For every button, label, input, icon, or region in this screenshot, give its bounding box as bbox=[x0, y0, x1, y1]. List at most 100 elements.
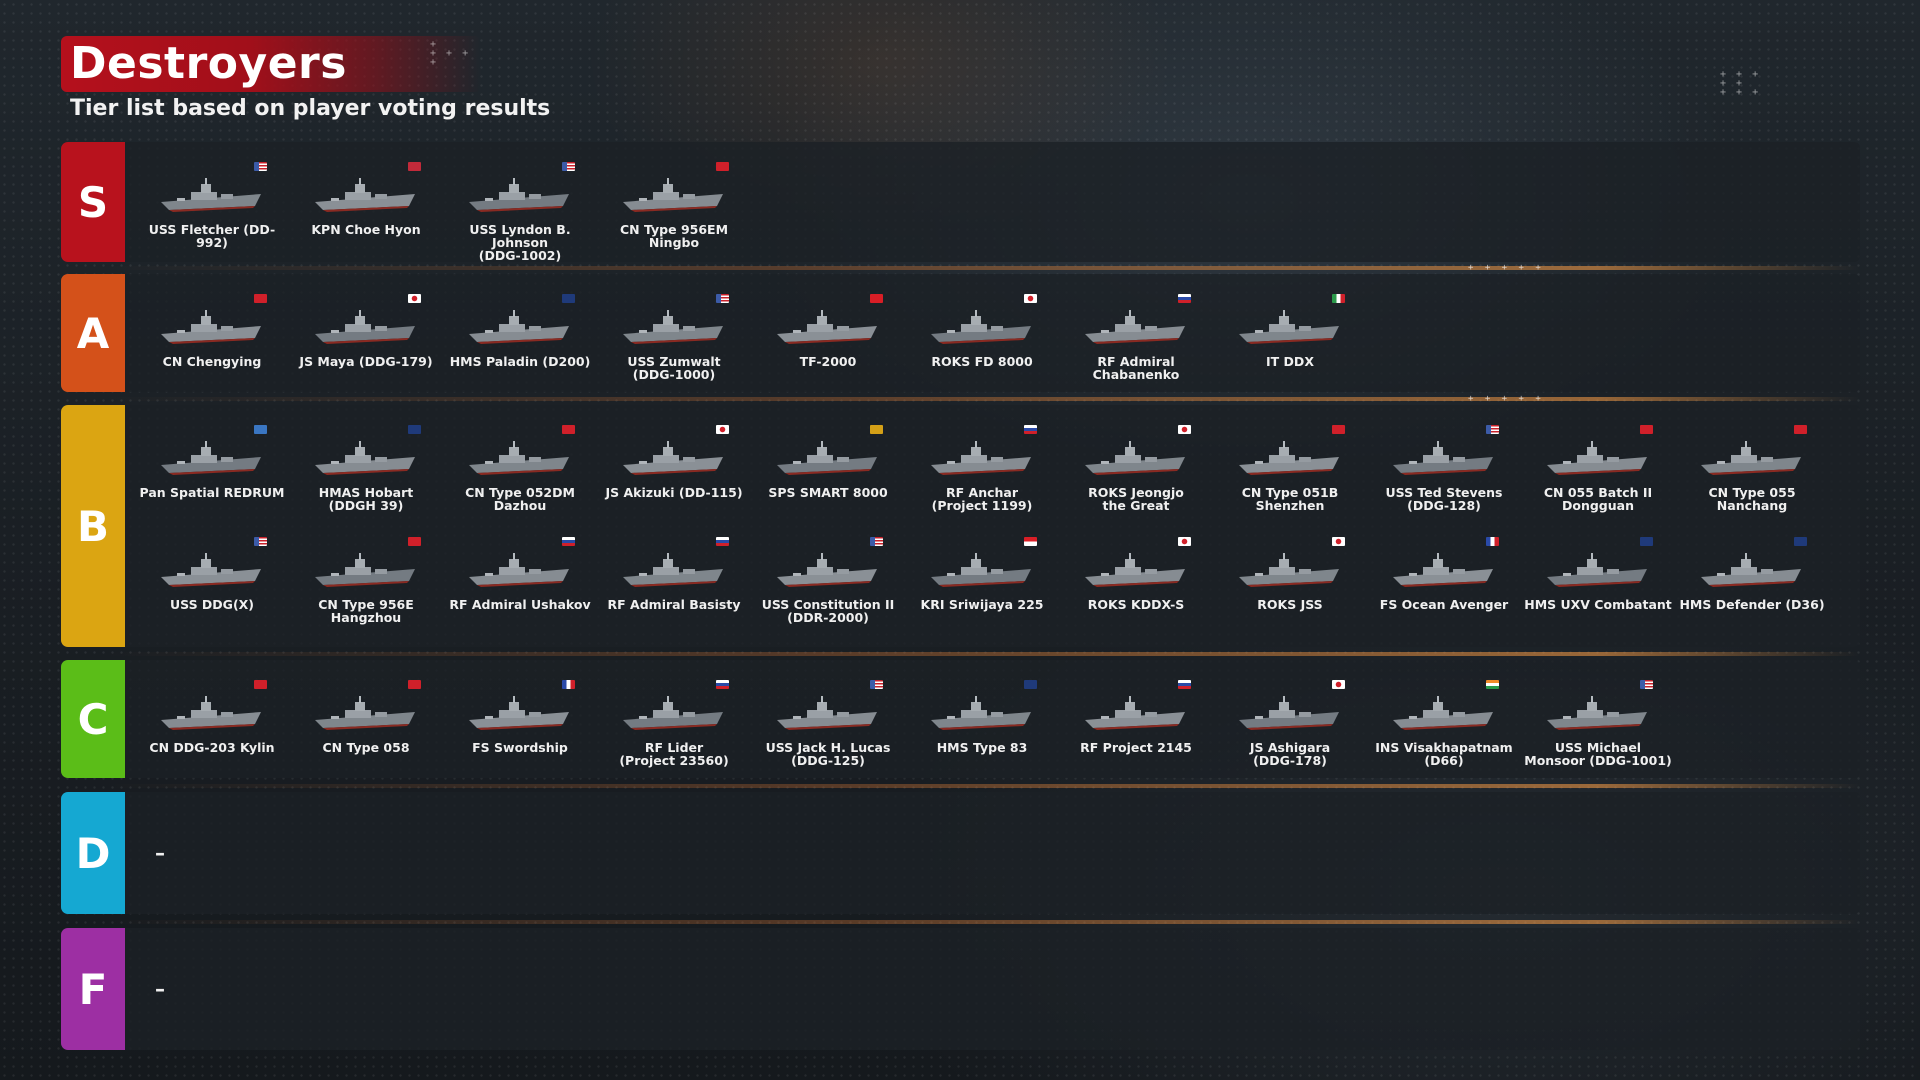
ship-card[interactable]: USS DDG(X) bbox=[137, 529, 287, 641]
ship-name: USS DDG(X) bbox=[169, 597, 255, 612]
ship-name: FS Ocean Avenger bbox=[1379, 597, 1509, 612]
ship-image bbox=[469, 178, 569, 212]
ship-card[interactable]: ROKS FD 8000 bbox=[907, 286, 1057, 398]
ship-card[interactable]: KPN Choe Hyon bbox=[291, 154, 441, 266]
ship-card[interactable]: FS Ocean Avenger bbox=[1369, 529, 1519, 641]
uk-flag-icon bbox=[1640, 537, 1653, 546]
ship-card[interactable]: CN Type 058 bbox=[291, 672, 441, 784]
ship-image bbox=[623, 696, 723, 730]
ship-image bbox=[777, 696, 877, 730]
tier-label: B bbox=[61, 405, 125, 647]
ship-card[interactable]: USS Michael Monsoor (DDG-1001) bbox=[1523, 672, 1673, 784]
ship-card[interactable]: ROKS Jeongjo the Great bbox=[1061, 417, 1211, 529]
tier-label: A bbox=[61, 274, 125, 392]
ship-card[interactable]: CN DDG-203 Kylin bbox=[137, 672, 287, 784]
ship-image bbox=[315, 310, 415, 344]
ship-card[interactable]: USS Jack H. Lucas (DDG-125) bbox=[753, 672, 903, 784]
china-flag-icon bbox=[1332, 425, 1345, 434]
sparkle-decoration: + + + + + bbox=[1468, 394, 1544, 404]
ship-card[interactable]: INS Visakhapatnam (D66) bbox=[1369, 672, 1519, 784]
russia-flag-icon bbox=[1024, 425, 1037, 434]
ship-image bbox=[623, 178, 723, 212]
ship-image bbox=[1701, 441, 1801, 475]
ship-card[interactable]: FS Swordship bbox=[445, 672, 595, 784]
ship-name: ROKS KDDX-S bbox=[1087, 597, 1185, 612]
russia-flag-icon bbox=[716, 537, 729, 546]
usa-flag-icon bbox=[1486, 425, 1499, 434]
ship-card[interactable]: HMS Type 83 bbox=[907, 672, 1057, 784]
ship-image bbox=[931, 696, 1031, 730]
russia-flag-icon bbox=[716, 680, 729, 689]
uk-flag-icon bbox=[562, 294, 575, 303]
ship-name: RF Admiral Basisty bbox=[607, 597, 741, 612]
ship-name: Pan Spatial REDRUM bbox=[139, 485, 285, 500]
ship-image bbox=[1239, 696, 1339, 730]
ship-image bbox=[469, 310, 569, 344]
north_korea-flag-icon bbox=[408, 162, 421, 171]
ship-name: CN Type 956E Hangzhou bbox=[318, 597, 414, 625]
ship-image bbox=[623, 441, 723, 475]
italy-flag-icon bbox=[1332, 294, 1345, 303]
ship-card[interactable]: RF Admiral Basisty bbox=[599, 529, 749, 641]
russia-flag-icon bbox=[1178, 680, 1191, 689]
ship-card[interactable]: RF Project 2145 bbox=[1061, 672, 1211, 784]
ship-card[interactable]: IT DDX bbox=[1215, 286, 1365, 398]
ship-name: CN Chengying bbox=[162, 354, 262, 369]
ship-image bbox=[315, 178, 415, 212]
tier-row-f: F– bbox=[61, 928, 1860, 1050]
ship-card[interactable]: JS Maya (DDG-179) bbox=[291, 286, 441, 398]
ship-card[interactable]: CN Type 051B Shenzhen bbox=[1215, 417, 1365, 529]
sparkle-decoration: + + ++ ++ + + bbox=[1720, 69, 1761, 98]
ship-card[interactable]: USS Fletcher (DD-992) bbox=[137, 154, 287, 266]
ship-image bbox=[315, 696, 415, 730]
ship-image bbox=[1085, 310, 1185, 344]
ship-name: USS Fletcher (DD-992) bbox=[148, 222, 276, 250]
china-flag-icon bbox=[408, 680, 421, 689]
ship-card[interactable]: RF Lider (Project 23560) bbox=[599, 672, 749, 784]
ship-card[interactable]: CN Chengying bbox=[137, 286, 287, 398]
ship-card[interactable]: CN 055 Batch II Dongguan bbox=[1523, 417, 1673, 529]
ship-card[interactable]: CN Type 956E Hangzhou bbox=[291, 529, 441, 641]
ship-card[interactable]: USS Zumwalt (DDG-1000) bbox=[599, 286, 749, 398]
ship-card[interactable]: KRI Sriwijaya 225 bbox=[907, 529, 1057, 641]
page-title: Destroyers bbox=[70, 38, 347, 89]
ship-card[interactable]: Pan Spatial REDRUM bbox=[137, 417, 287, 529]
japan-flag-icon bbox=[1332, 680, 1345, 689]
ship-name: KRI Sriwijaya 225 bbox=[920, 597, 1044, 612]
ship-card[interactable]: JS Ashigara (DDG-178) bbox=[1215, 672, 1365, 784]
ship-card[interactable]: HMAS Hobart (DDGH 39) bbox=[291, 417, 441, 529]
ship-card[interactable]: RF Anchar (Project 1199) bbox=[907, 417, 1057, 529]
ship-card[interactable]: CN Type 055 Nanchang bbox=[1677, 417, 1827, 529]
ship-name: CN Type 052DM Dazhou bbox=[465, 485, 575, 513]
ship-image bbox=[777, 310, 877, 344]
tier-content: – bbox=[125, 928, 1860, 1050]
ship-card[interactable]: HMS Paladin (D200) bbox=[445, 286, 595, 398]
ship-card[interactable]: USS Ted Stevens (DDG-128) bbox=[1369, 417, 1519, 529]
ship-card[interactable]: HMS Defender (D36) bbox=[1677, 529, 1827, 641]
ship-card[interactable]: RF Admiral Chabanenko bbox=[1061, 286, 1211, 398]
ship-card[interactable]: ROKS JSS bbox=[1215, 529, 1365, 641]
ship-card[interactable]: USS Lyndon B. Johnson (DDG-1002) bbox=[445, 154, 595, 266]
ship-image bbox=[315, 441, 415, 475]
ship-card[interactable]: ROKS KDDX-S bbox=[1061, 529, 1211, 641]
ship-name: ROKS FD 8000 bbox=[931, 354, 1033, 369]
ship-card[interactable]: HMS UXV Combatant bbox=[1523, 529, 1673, 641]
ship-name: HMS Type 83 bbox=[936, 740, 1028, 755]
tier-divider bbox=[105, 397, 1860, 401]
un-flag-icon bbox=[254, 425, 267, 434]
japan-flag-icon bbox=[716, 425, 729, 434]
ship-card[interactable]: CN Type 052DM Dazhou bbox=[445, 417, 595, 529]
tier-divider bbox=[105, 266, 1860, 270]
ship-name: RF Anchar (Project 1199) bbox=[931, 485, 1033, 513]
usa-flag-icon bbox=[254, 162, 267, 171]
ship-card[interactable]: SPS SMART 8000 bbox=[753, 417, 903, 529]
ship-card[interactable]: USS Constitution II (DDR-2000) bbox=[753, 529, 903, 641]
ship-card[interactable]: CN Type 956EM Ningbo bbox=[599, 154, 749, 266]
ship-card[interactable]: TF-2000 bbox=[753, 286, 903, 398]
ship-card[interactable]: JS Akizuki (DD-115) bbox=[599, 417, 749, 529]
ship-image bbox=[161, 178, 261, 212]
ship-card[interactable]: RF Admiral Ushakov bbox=[445, 529, 595, 641]
